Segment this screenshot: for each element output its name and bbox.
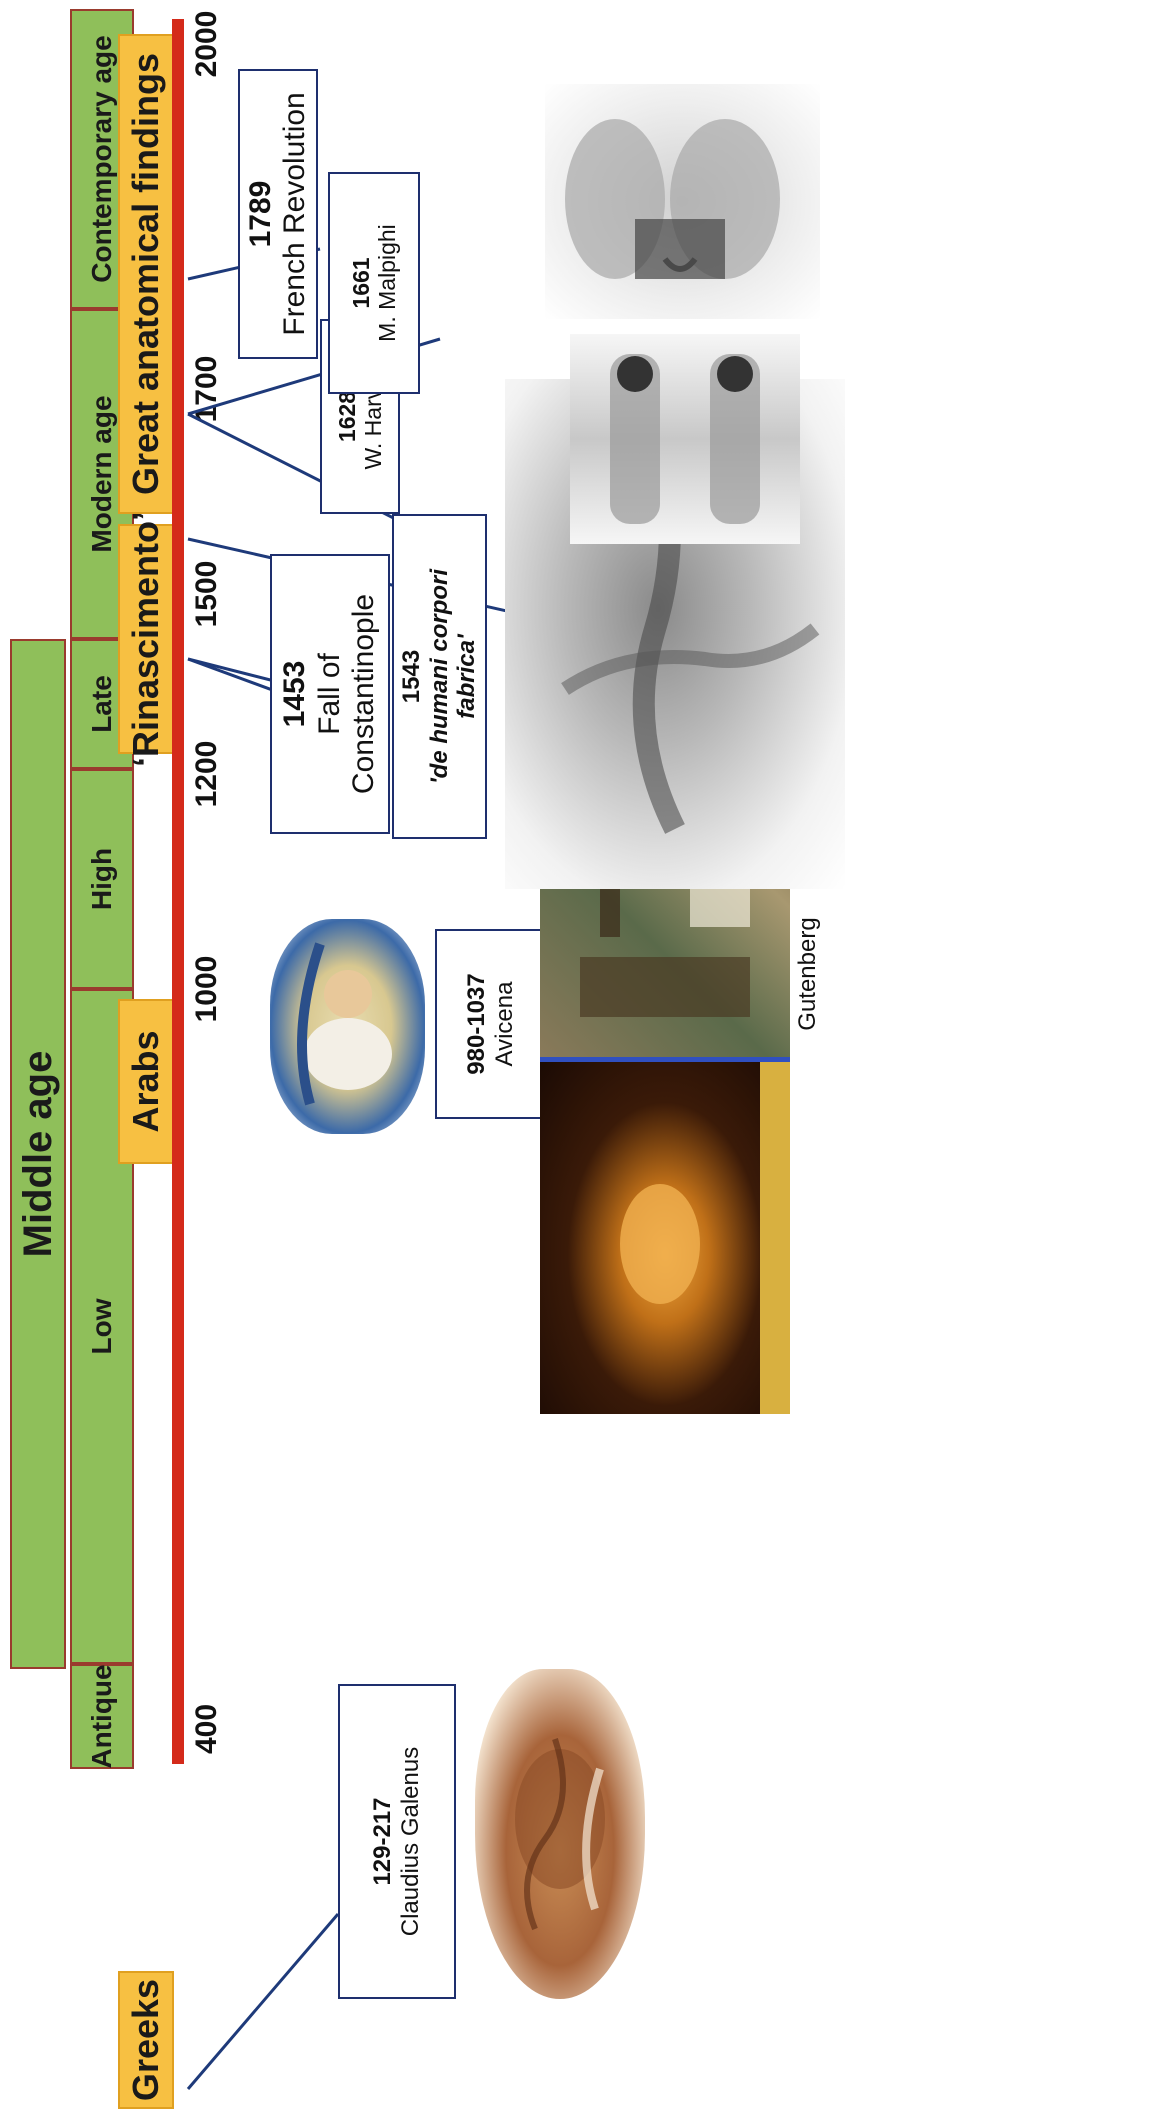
constantinople-year: 1453: [278, 660, 312, 728]
avicena-years: 980-1037: [463, 973, 491, 1075]
gutenberg-name: Gutenberg: [793, 917, 821, 1031]
malpighi-name: M. Malpighi: [374, 224, 400, 342]
malpighi-box: 1661 M. Malpighi: [328, 172, 420, 394]
galenus-years: 129-217: [369, 1797, 397, 1886]
malpighi-year: 1661: [347, 257, 374, 309]
galenus-box: 129-217 Claudius Galenus: [338, 1684, 456, 1999]
constantinople-line1: Fall of: [312, 653, 346, 735]
fabrica-line1: 'de humani corpori: [425, 568, 453, 785]
avicena-portrait: [270, 919, 425, 1134]
fabrica-year: 1543: [398, 649, 426, 704]
revolution-box: 1789 French Revolution: [238, 69, 318, 359]
constantinople-box: 1453 Fall of Constantinople: [270, 554, 390, 834]
malpighi-lungs: [545, 84, 820, 319]
revolution-year: 1789: [243, 180, 277, 248]
connector-galenus: [186, 1913, 340, 2090]
avicena-box: 980-1037 Avicena: [435, 929, 547, 1119]
galenus-name: Claudius Galenus: [397, 1746, 424, 1937]
gutenberg-portrait: [540, 1059, 790, 1414]
portrait-separator: [540, 1057, 790, 1062]
fabrica-line2: fabrica': [453, 634, 481, 719]
revolution-name: French Revolution: [278, 92, 311, 336]
harvey-year: 1628: [333, 390, 360, 443]
avicena-name: Avicena: [491, 981, 518, 1067]
fabrica-box: 1543 'de humani corpori fabrica': [392, 514, 487, 839]
galenus-portrait: [475, 1669, 645, 1999]
harvey-arm-veins: [570, 334, 800, 544]
constantinople-line2: Constantinople: [347, 593, 381, 795]
